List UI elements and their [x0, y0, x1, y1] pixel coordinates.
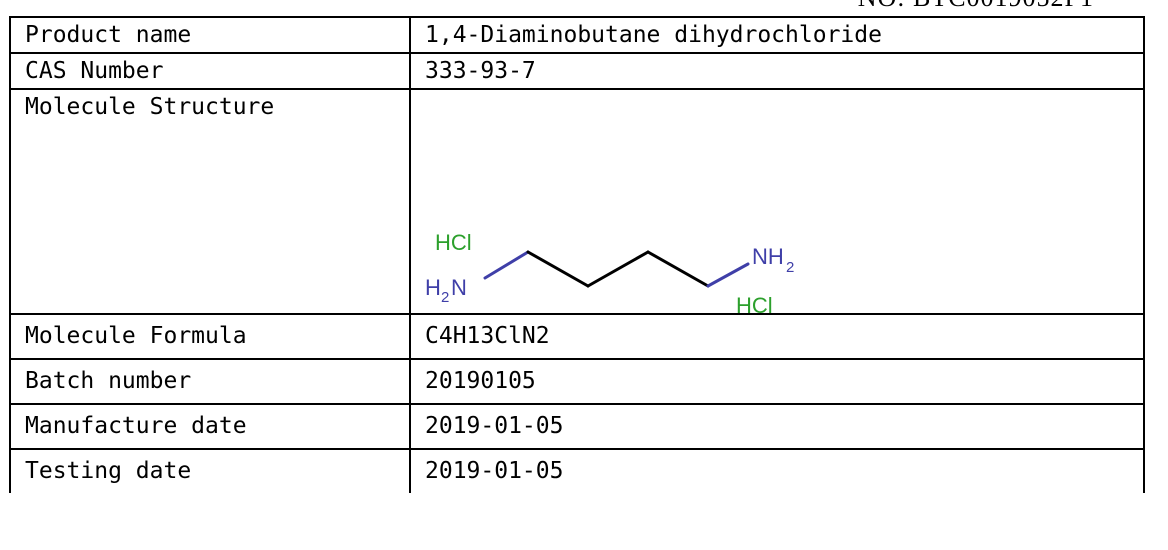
molecule-structure-label: Molecule Structure: [9, 88, 411, 315]
document-number: NO: BTC0019052P1: [858, 0, 1094, 13]
testing-date-value: 2019-01-05: [409, 448, 1145, 493]
table-row: Product name 1,4-Diaminobutane dihydroch…: [9, 16, 1145, 54]
molecule-structure-drawing: HCl H 2 N NH 2 HCl: [425, 230, 794, 313]
molecule-structure-cell: HCl H 2 N NH 2 HCl: [409, 88, 1145, 315]
table-row: Batch number 20190105: [9, 358, 1145, 405]
product-name-value: 1,4-Diaminobutane dihydrochloride: [409, 16, 1145, 54]
testing-date-label: Testing date: [9, 448, 411, 493]
batch-number-value: 20190105: [409, 358, 1145, 405]
molecule-formula-value: C4H13ClN2: [409, 313, 1145, 360]
table-row: Molecule Structure HCl H 2 N NH 2 HCl: [9, 88, 1145, 315]
table-row: Molecule Formula C4H13ClN2: [9, 313, 1145, 360]
molecule-formula-label: Molecule Formula: [9, 313, 411, 360]
amine-right-subscript: 2: [786, 259, 794, 276]
batch-number-label: Batch number: [9, 358, 411, 405]
table-row: Manufacture date 2019-01-05: [9, 403, 1145, 450]
amine-left-h: H: [425, 275, 441, 300]
product-spec-table: Product name 1,4-Diaminobutane dihydroch…: [9, 16, 1145, 493]
bond-c2-c3: [586, 250, 650, 288]
manufacture-date-label: Manufacture date: [9, 403, 411, 450]
amine-right-nh: NH: [752, 244, 784, 269]
cas-number-value: 333-93-7: [409, 52, 1145, 90]
product-name-label: Product name: [9, 16, 411, 54]
manufacture-date-value: 2019-01-05: [409, 403, 1145, 450]
bond-c1-c2: [526, 250, 590, 288]
bond-n-c1: [483, 250, 530, 280]
amine-left-subscript: 2: [441, 289, 449, 306]
bond-c4-n: [706, 262, 750, 288]
hcl-top-label: HCl: [435, 230, 472, 255]
hcl-bottom-label: HCl: [736, 293, 773, 313]
table-row: Testing date 2019-01-05: [9, 448, 1145, 493]
table-row: CAS Number 333-93-7: [9, 52, 1145, 90]
amine-left-n: N: [451, 275, 467, 300]
bond-c3-c4: [646, 250, 710, 288]
cas-number-label: CAS Number: [9, 52, 411, 90]
